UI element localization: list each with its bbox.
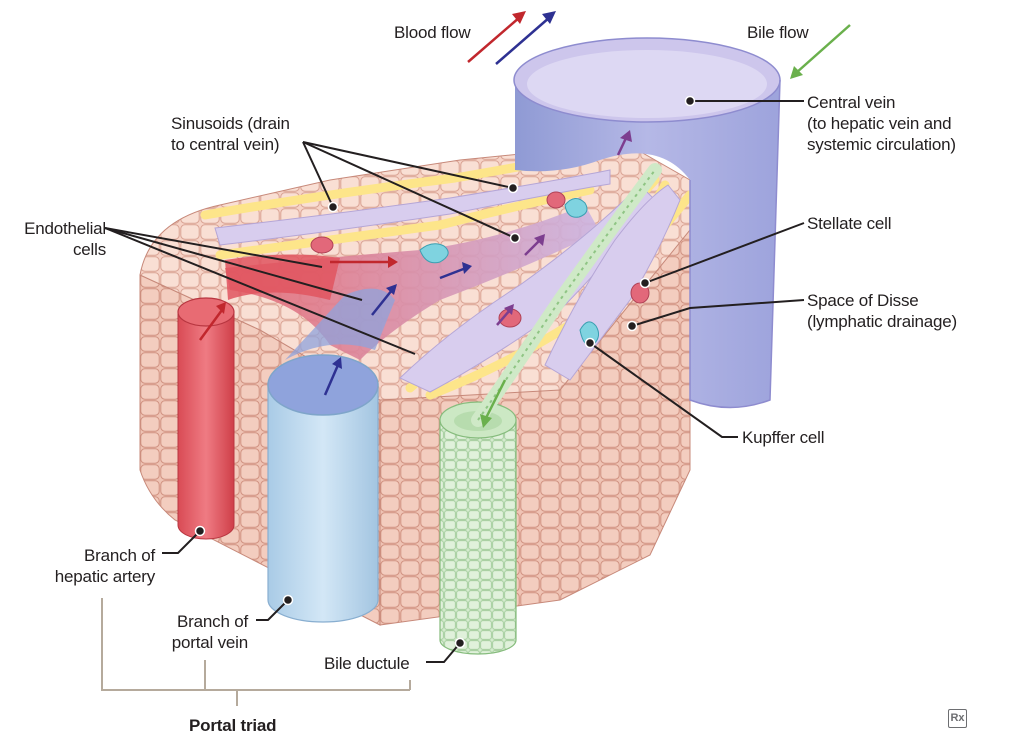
portal-triad-label: Portal triad: [189, 716, 277, 735]
bile-ductule-label: Bile ductule: [324, 654, 410, 673]
internal-flow-arrows: [198, 130, 632, 428]
central-vein-label: Central vein (to hepatic vein and system…: [807, 93, 956, 154]
bile-flow-arrow: [790, 24, 851, 79]
portal-vein-branch: [267, 288, 395, 623]
endothelial-cells-label: Endothelial cells: [24, 219, 106, 259]
hepatic-artery-label: Branch of hepatic artery: [54, 546, 155, 586]
blood-flow-arrows: [467, 11, 556, 65]
leader-dots: [194, 95, 696, 649]
portal-vein-label: Branch of portal vein: [171, 612, 248, 652]
bile-flow-label: Bile flow: [747, 23, 809, 42]
stellate-cell-label: Stellate cell: [807, 214, 892, 233]
rx-logo: Rx: [948, 709, 967, 728]
space-of-disse-label: Space of Disse (lymphatic drainage): [807, 291, 958, 331]
blood-flow-label: Blood flow: [394, 23, 471, 42]
kupffer-cell-label: Kupffer cell: [742, 428, 825, 447]
portal-triad-bracket: [101, 598, 411, 706]
kupffer-cells: [419, 198, 600, 346]
leader-lines: [104, 100, 805, 663]
sinusoids-label: Sinusoids (drain to central vein): [171, 114, 290, 154]
